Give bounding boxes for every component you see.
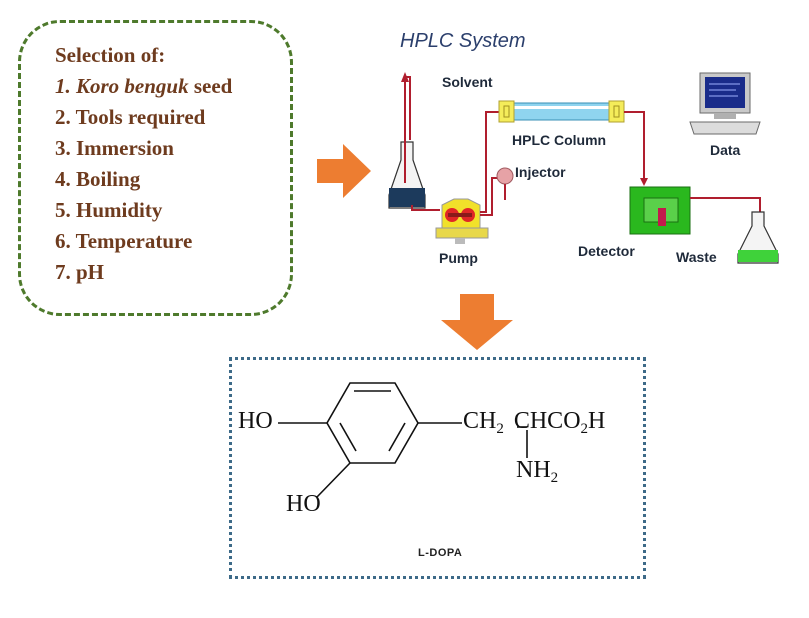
column-label: HPLC Column: [512, 132, 607, 148]
chain-c: H: [588, 408, 606, 434]
selection-item-2: 2. Tools required: [55, 105, 206, 129]
detector-label: Detector: [578, 243, 635, 259]
solvent-label: Solvent: [442, 74, 493, 90]
l-dopa-structure: [278, 382, 528, 498]
selection-heading: Selection of:: [55, 43, 166, 67]
selection-item-6: 6. Temperature: [55, 229, 193, 253]
item1-num: 1.: [55, 74, 71, 98]
solvent-tube: [404, 76, 411, 183]
right-arrow-icon: [317, 144, 371, 198]
selection-item-3: 3. Immersion: [55, 136, 174, 160]
pump-icon: [435, 198, 489, 244]
data-label: Data: [710, 142, 741, 158]
selection-box: [18, 20, 293, 316]
pump-label: Pump: [439, 250, 478, 266]
injector-icon: [496, 167, 514, 200]
detector-tube: [624, 111, 645, 180]
item1-suffix: seed: [193, 74, 233, 98]
selection-item-7: 7. pH: [55, 260, 105, 284]
chain-b-sub: 2: [580, 421, 589, 437]
column-tube: [480, 111, 500, 213]
chain-a: CH: [463, 408, 497, 434]
solvent-flask-icon: [388, 141, 426, 209]
chain-a-sub: 2: [496, 421, 504, 437]
pump-inlet-tube: [411, 205, 440, 211]
waste-flask-icon: [737, 211, 779, 264]
hplc-title: HPLC System: [400, 30, 526, 52]
amine-label: NH2: [516, 457, 558, 487]
injector-label: Injector: [515, 164, 566, 180]
waste-label: Waste: [676, 249, 717, 265]
selection-list: Selection of: 1. Koro benguk seed 2. Too…: [55, 40, 232, 288]
item1-name: Koro benguk: [76, 74, 189, 98]
selection-item-4: 4. Boiling: [55, 167, 141, 191]
l-dopa-name: L-DOPA: [418, 547, 463, 559]
selection-item-5: 5. Humidity: [55, 198, 163, 222]
nh-sub: 2: [550, 470, 559, 486]
down-arrow-icon: [441, 294, 513, 350]
selection-item-1: 1. Koro benguk seed: [55, 71, 232, 102]
waste-tube: [690, 197, 761, 218]
computer-icon: [689, 72, 761, 135]
ho-top-label: HO: [238, 408, 273, 434]
ho-bottom-label: HO: [286, 491, 321, 517]
l-dopa-box: [229, 357, 646, 579]
detector-icon: [629, 186, 691, 235]
injector-tube: [480, 177, 500, 216]
chain-b: CHCO: [513, 408, 581, 434]
hplc-column-icon: [498, 100, 625, 123]
nh: NH: [516, 457, 551, 483]
